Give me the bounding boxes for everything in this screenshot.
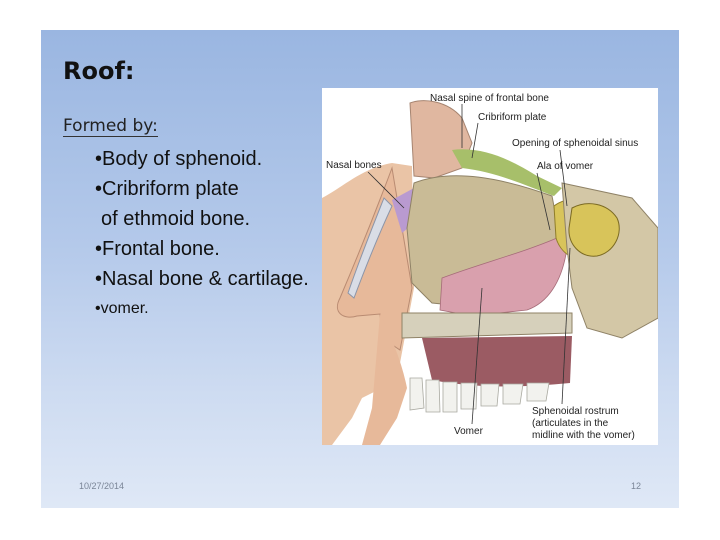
label-sphenoidal-rostrum-line2: (articulates in the (532, 418, 609, 429)
bullet-item: •vomer. (95, 300, 149, 317)
slide: Roof: Formed by: •Body of sphenoid. •Cri… (41, 30, 679, 508)
nasal-cavity-illustration: Nasal spine of frontal bone Cribriform p… (322, 88, 658, 445)
footer-date: 10/27/2014 (79, 481, 125, 491)
label-ala-vomer: Ala of vomer (537, 161, 594, 172)
label-vomer: Vomer (454, 426, 484, 437)
bullet-item: •Cribriform plate (95, 178, 239, 200)
cribriform-region (452, 149, 562, 196)
nose-outline (336, 166, 413, 351)
frontal-bone (409, 100, 473, 179)
bullet-item-continuation: of ethmoid bone. (101, 208, 250, 230)
sphenoid-sinus-inner (568, 203, 620, 257)
bullet-item: •Nasal bone & cartilage. (95, 268, 309, 290)
palate-inner (422, 336, 572, 387)
label-sphenoidal-rostrum: Sphenoidal rostrum (532, 406, 619, 417)
label-opening-sphenoidal: Opening of sphenoidal sinus (512, 138, 638, 149)
bullet-item: •Body of sphenoid. (95, 148, 263, 170)
label-sphenoidal-rostrum-line3: midline with the vomer) (532, 430, 635, 441)
bullet-list: •Body of sphenoid. •Cribriform plate of … (95, 144, 309, 324)
nasal-cartilage (347, 197, 393, 299)
label-nasal-spine: Nasal spine of frontal bone (430, 93, 549, 104)
hard-palate (401, 312, 573, 339)
footer-page-number: 12 (631, 481, 642, 491)
slide-subtitle: Formed by: (63, 116, 158, 137)
anatomy-diagram: Nasal spine of frontal bone Cribriform p… (322, 93, 658, 445)
slide-title: Roof: (63, 57, 135, 85)
teeth (409, 377, 550, 413)
bullet-item: •Frontal bone. (95, 238, 220, 260)
label-nasal-bones: Nasal bones (326, 160, 382, 171)
upper-lip (362, 314, 407, 445)
label-cribriform: Cribriform plate (478, 112, 547, 123)
